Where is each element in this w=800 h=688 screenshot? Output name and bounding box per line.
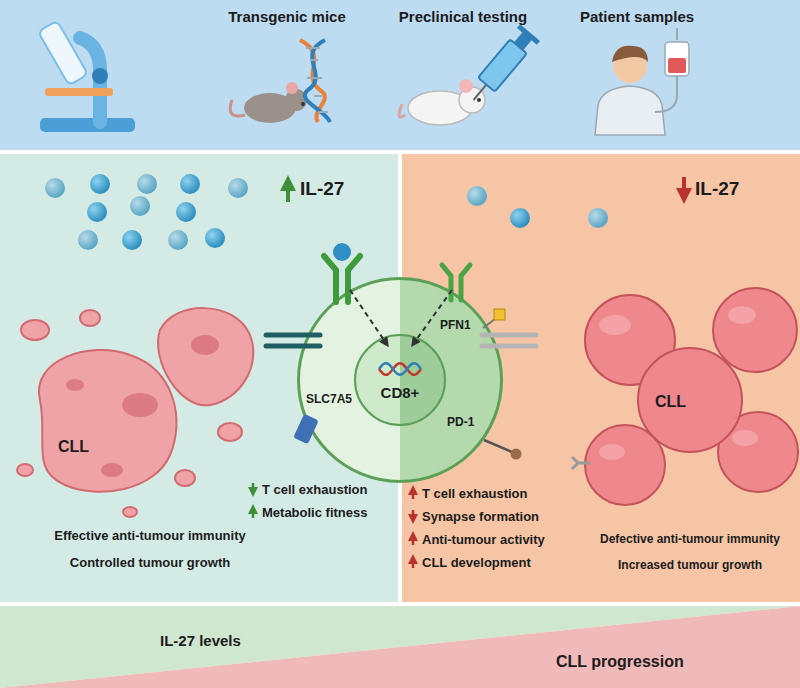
- down-arrow: [682, 177, 686, 196]
- up-arrow: [412, 490, 415, 499]
- text-label: T cell exhaustion: [422, 486, 527, 502]
- signal-arrow: [414, 290, 452, 343]
- text-label: PD-1: [447, 415, 474, 429]
- text-label: CD8+: [381, 384, 420, 402]
- t-cell-receptor: [266, 335, 320, 346]
- text-label: Preclinical testing: [399, 8, 527, 26]
- pfn1-stalk: [483, 319, 495, 328]
- il27-receptor: [442, 265, 470, 300]
- tumour-cell-cluster: CLL: [575, 285, 800, 510]
- up-arrow: [286, 183, 290, 202]
- tumour-cells: [585, 288, 798, 505]
- patient-icon: [595, 28, 689, 135]
- pfn1-granule: [494, 309, 505, 320]
- up-arrow: [412, 559, 415, 568]
- il27-molecule: [45, 174, 608, 250]
- down-arrow: [412, 510, 415, 519]
- text-label: Transgenic mice: [228, 8, 346, 26]
- slc7a5-transporter: [293, 414, 318, 444]
- pd1-receptor: [511, 449, 522, 460]
- progression-wedge: [0, 606, 800, 688]
- text-label: CLL progression: [556, 652, 684, 671]
- mouse-dna-icon: [230, 40, 330, 123]
- up-arrow: [412, 536, 415, 545]
- il27-molecule: [333, 243, 351, 261]
- text-label: Defective anti-tumour immunity: [600, 532, 780, 546]
- text-label: CLL: [655, 392, 686, 411]
- text-label: Anti-tumour activity: [422, 532, 545, 548]
- text-label: T cell exhaustion: [262, 482, 367, 498]
- up-arrow: [252, 509, 255, 518]
- il27-receptor: [324, 256, 360, 302]
- text-label: Synapse formation: [422, 509, 539, 525]
- signal-arrow: [350, 290, 386, 343]
- text-label: PFN1: [440, 318, 471, 332]
- top-band: Transgenic mice Preclinical testing Patien…: [0, 0, 800, 150]
- cell-outline: [297, 277, 503, 483]
- text-label: CLL: [58, 437, 89, 456]
- text-label: Controlled tumour growth: [70, 555, 230, 571]
- syringe-mouse-icon: [399, 24, 540, 125]
- bottom-band: IL-27 levelsCLL progression: [0, 604, 800, 688]
- pd1-receptor: [484, 440, 512, 452]
- tumour-cell-group: CLL: [20, 300, 270, 515]
- pd-l1-ligand: [572, 457, 590, 469]
- text-label: Patient samples: [580, 8, 694, 26]
- text-label: IL-27: [300, 178, 344, 201]
- il27-wedge: [0, 606, 800, 688]
- text-label: Effective anti-tumour immunity: [54, 528, 245, 544]
- microscope-icon: [38, 21, 135, 132]
- dying-tumour-cells: [17, 308, 253, 517]
- text-label: SLC7A5: [306, 392, 352, 406]
- text-label: Increased tumour growth: [618, 558, 762, 572]
- text-label: IL-27: [695, 178, 739, 201]
- down-arrow: [252, 483, 255, 492]
- t-cell-receptor: [482, 335, 536, 346]
- text-label: IL-27 levels: [160, 632, 241, 650]
- text-label: Metabolic fitness: [262, 505, 367, 521]
- t-cell: PFN1SLC7A5 CD8+ PD-1: [297, 277, 503, 483]
- text-label: CLL development: [422, 555, 531, 571]
